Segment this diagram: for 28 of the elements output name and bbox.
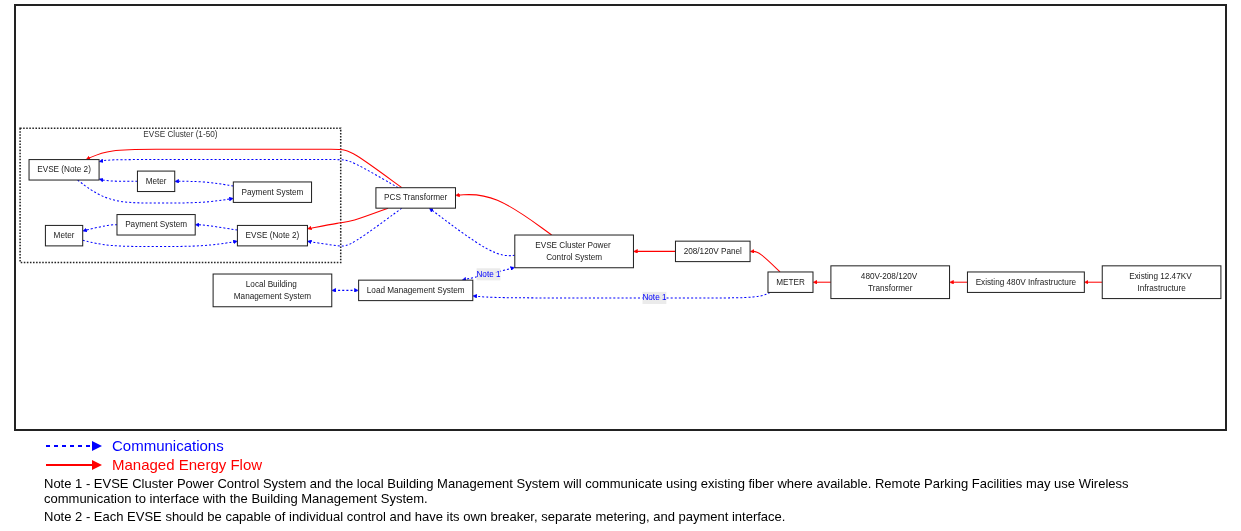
- node-box: Existing 12.47KV Infrastructure: [1101, 265, 1222, 300]
- legend-text: Communications: [112, 437, 224, 454]
- edge-label: Note 1: [476, 269, 501, 279]
- node-box: EVSE (Note 2): [28, 159, 100, 181]
- edge-label: Note 1: [642, 293, 667, 303]
- arrow: [461, 266, 515, 282]
- node-box: EVSE (Note 2): [236, 224, 308, 247]
- node-box: Payment System: [232, 181, 313, 203]
- node-box: 208/120V Panel: [674, 240, 751, 263]
- node-box: Existing 480V Infrastructure: [966, 271, 1085, 293]
- arrow: [455, 192, 553, 236]
- node-box: EVSE Cluster Power Control System: [514, 234, 634, 269]
- node-box: PCS Transformer: [375, 187, 456, 209]
- note-text: Note 1 - EVSE Cluster Power Control System and the local Building Management System will communicate using existing fiber where available. Remote Parking Facilities may use Wireless communication to interface with the Building Management System.: [44, 476, 1130, 506]
- arrow: [331, 288, 359, 293]
- legend-text: Managed Energy Flow: [112, 456, 263, 473]
- node-box: Meter: [136, 170, 176, 193]
- arrow: [1084, 279, 1103, 285]
- arrow: [633, 249, 676, 254]
- note-text: Note 2 - Each EVSE should be capable of individual control and have its own breaker, separate metering, and payment interface.: [44, 509, 787, 524]
- node-box: METER: [767, 271, 814, 293]
- node-box: 480V-208/120V Transformer: [830, 265, 951, 300]
- arrow: [85, 148, 403, 189]
- arrow: [949, 279, 968, 285]
- node-box: Meter: [44, 224, 84, 247]
- node-box: Payment System: [116, 214, 196, 236]
- node-box: Load Management System: [358, 279, 474, 302]
- node-box: Local Building Management System: [212, 273, 333, 308]
